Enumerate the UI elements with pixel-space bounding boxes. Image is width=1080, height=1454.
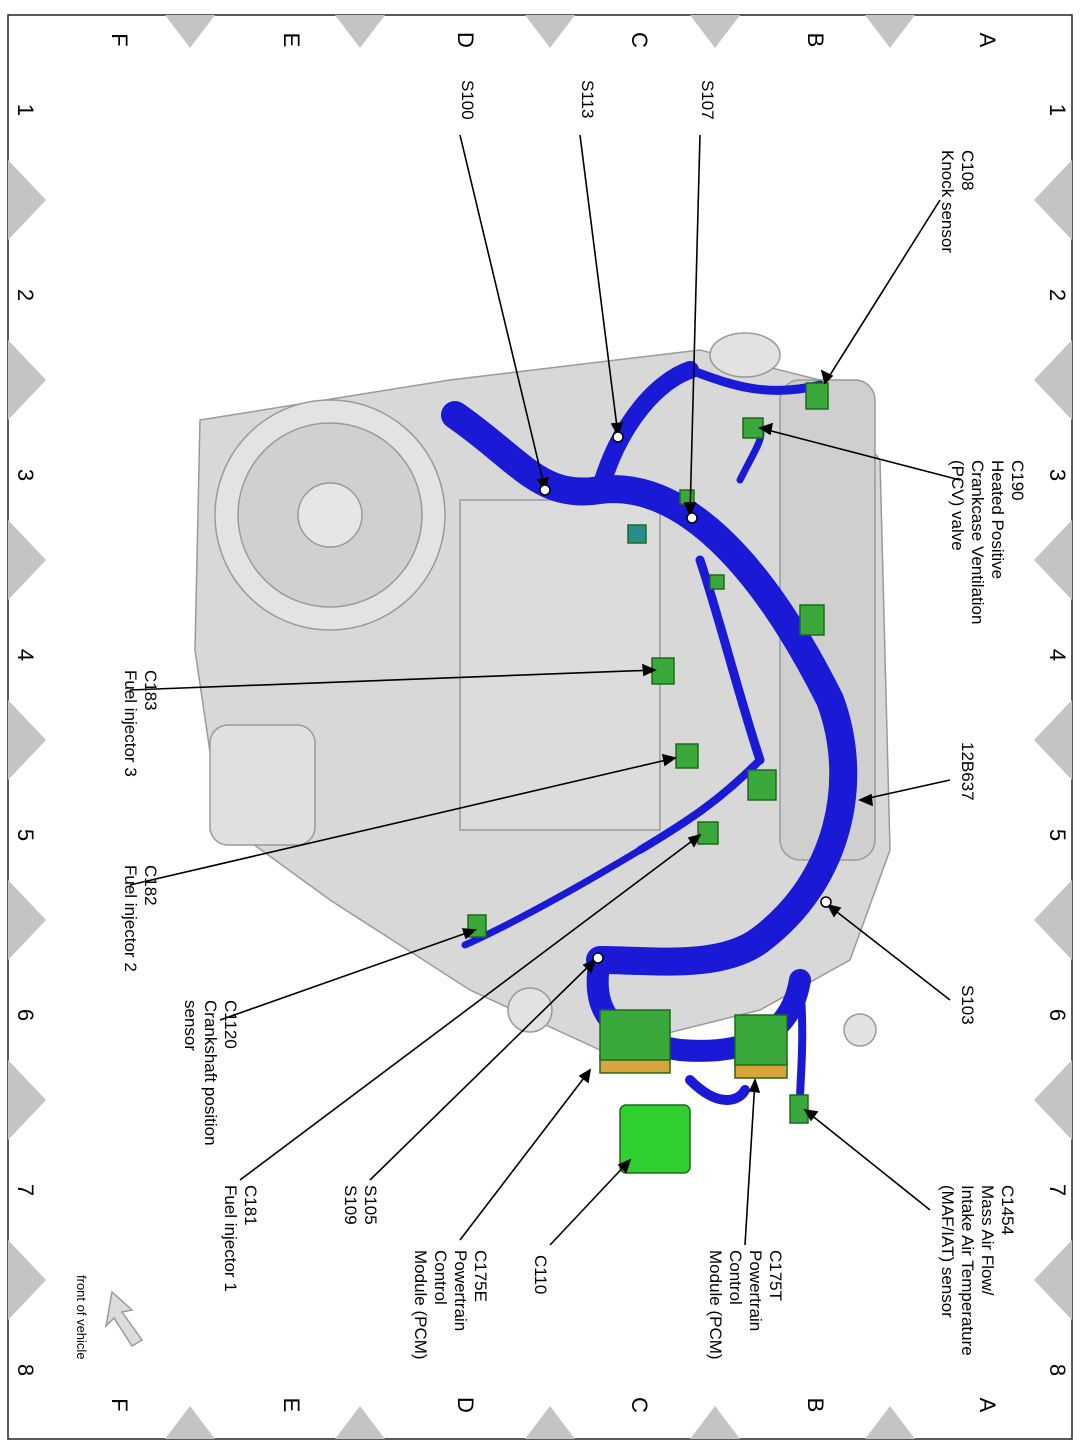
row-label: C (627, 1397, 652, 1413)
col-label: 4 (1045, 649, 1070, 661)
col-label: 3 (1045, 469, 1070, 481)
column-labels-top: 1 2 3 4 5 6 7 8 (1045, 104, 1070, 1376)
c175t-connector (734, 1014, 788, 1066)
col-label: 5 (1045, 829, 1070, 841)
c182-connector (675, 743, 699, 769)
col-label: 3 (13, 469, 38, 481)
column-labels-bottom: 1 2 3 4 5 6 7 8 (13, 104, 38, 1376)
label-c183: C183 Fuel injector 3 (121, 670, 160, 777)
label-c182: C182 Fuel injector 2 (121, 865, 160, 972)
row-label: E (279, 1398, 304, 1413)
col-label: 5 (13, 829, 38, 841)
label-s100: S100 (458, 80, 477, 120)
label-12b637: 12B637 (958, 742, 977, 801)
c183-connector (651, 657, 675, 685)
connectors (467, 382, 829, 1174)
leader-lines (129, 134, 961, 1246)
rotated-labels: 1 2 3 4 5 6 7 8 1 2 3 4 5 6 7 8 A B C D … (13, 32, 1070, 1413)
row-label: B (803, 1398, 828, 1413)
grid-markers (8, 15, 1072, 1439)
row-label: F (107, 33, 132, 46)
col-label: 2 (1045, 289, 1070, 301)
col-label: 1 (13, 104, 38, 116)
col-label: 8 (13, 1364, 38, 1376)
c110-connector (619, 1104, 691, 1174)
col-label: 4 (13, 649, 38, 661)
c108-connector (805, 382, 829, 410)
row-label: E (279, 33, 304, 48)
c1454-connector (789, 1094, 809, 1124)
label-c175t: C175T Powertrain Control Module (PCM) (706, 1250, 785, 1360)
row-label: A (975, 33, 1000, 48)
label-c181: C181 Fuel injector 1 (221, 1185, 260, 1292)
c175e-connector (599, 1009, 671, 1061)
row-label: F (107, 1398, 132, 1411)
c181-connector (697, 821, 719, 845)
row-label: A (975, 1398, 1000, 1413)
col-label: 2 (13, 289, 38, 301)
row-label: D (453, 32, 478, 48)
col-label: 8 (1045, 1364, 1070, 1376)
front-of-vehicle-note: front of vehicle (74, 1275, 89, 1360)
row-labels-right: A B C D E F (107, 1397, 1000, 1413)
row-labels-left: A B C D E F (107, 32, 1000, 48)
label-s105-s109: S105 S109 (341, 1185, 380, 1229)
col-label: 7 (1045, 1184, 1070, 1196)
label-c1454: C1454 Mass Air Flow/ Intake Air Temperat… (938, 1185, 1017, 1360)
label-s103: S103 (958, 985, 977, 1025)
label-c190: C190 Heated Positive Crankcase Ventilati… (948, 460, 1027, 629)
row-label: C (627, 32, 652, 48)
col-label: 6 (1045, 1009, 1070, 1021)
label-c108: C108 Knock sensor (938, 150, 977, 253)
row-label: D (453, 1397, 478, 1413)
row-label: B (803, 33, 828, 48)
label-s107: S107 (698, 80, 717, 120)
col-label: 1 (1045, 104, 1070, 116)
splice-markers (539, 431, 832, 964)
label-c175e: C175E Powertrain Control Module (PCM) (411, 1250, 490, 1360)
col-label: 6 (13, 1009, 38, 1021)
label-s113: S113 (578, 80, 597, 118)
label-c1120: C1120 Crankshaft position sensor (181, 1000, 240, 1150)
col-label: 7 (13, 1184, 38, 1196)
front-of-vehicle-arrow-icon (104, 1290, 144, 1348)
label-c110: C110 (531, 1255, 550, 1294)
harness-trunk (441, 401, 858, 976)
